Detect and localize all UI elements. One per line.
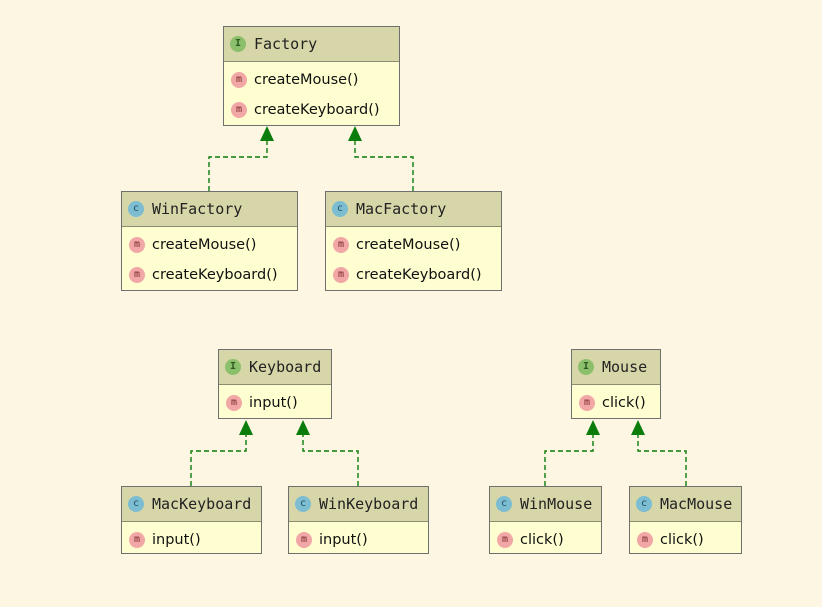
method-icon: m xyxy=(231,72,247,88)
method-name: createMouse() xyxy=(152,237,257,253)
interface-icon: I xyxy=(230,36,246,52)
class-icon: c xyxy=(332,201,348,217)
class-header: c MacFactory xyxy=(326,192,501,227)
method-name: createKeyboard() xyxy=(356,267,482,283)
class-winmouse[interactable]: c WinMouse m click() xyxy=(489,486,602,554)
method-row: m createKeyboard() xyxy=(122,260,297,290)
arrowhead-macfactory-factory xyxy=(348,126,362,141)
class-mackeyboard[interactable]: c MacKeyboard m input() xyxy=(121,486,262,554)
method-name: input() xyxy=(152,532,201,548)
method-name: createKeyboard() xyxy=(152,267,278,283)
class-icon: c xyxy=(636,496,652,512)
class-icon: c xyxy=(128,201,144,217)
method-row: m createMouse() xyxy=(326,230,501,260)
interface-icon: I xyxy=(225,359,241,375)
edge-winmouse-mouse xyxy=(544,434,594,486)
method-name: click() xyxy=(602,395,646,411)
class-name: Mouse xyxy=(602,358,648,376)
arrowhead-mackeyboard-keyboard xyxy=(239,420,253,435)
method-row: m createMouse() xyxy=(224,65,399,95)
method-row: m click() xyxy=(630,525,741,555)
method-icon: m xyxy=(129,267,145,283)
class-name: WinMouse xyxy=(520,495,593,513)
method-row: m createKeyboard() xyxy=(326,260,501,290)
arrowhead-winmouse-mouse xyxy=(586,420,600,435)
class-header: I Mouse xyxy=(572,350,660,385)
class-header: I Factory xyxy=(224,27,399,62)
class-icon: c xyxy=(295,496,311,512)
method-row: m createMouse() xyxy=(122,230,297,260)
method-name: createMouse() xyxy=(356,237,461,253)
edge-mackeyboard-keyboard xyxy=(190,434,247,486)
method-name: click() xyxy=(660,532,704,548)
method-icon: m xyxy=(637,532,653,548)
class-name: WinFactory xyxy=(152,200,243,218)
method-icon: m xyxy=(129,237,145,253)
class-header: c WinMouse xyxy=(490,487,601,522)
method-icon: m xyxy=(226,395,242,411)
method-icon: m xyxy=(231,102,247,118)
method-row: m click() xyxy=(572,388,660,418)
class-winfactory[interactable]: c WinFactory m createMouse() m createKey… xyxy=(121,191,298,291)
class-macfactory[interactable]: c MacFactory m createMouse() m createKey… xyxy=(325,191,502,291)
class-header: c MacMouse xyxy=(630,487,741,522)
class-winkeyboard[interactable]: c WinKeyboard m input() xyxy=(288,486,429,554)
class-keyboard[interactable]: I Keyboard m input() xyxy=(218,349,332,419)
class-header: I Keyboard xyxy=(219,350,331,385)
class-icon: c xyxy=(496,496,512,512)
class-name: Factory xyxy=(254,35,318,53)
method-icon: m xyxy=(333,237,349,253)
class-header: c WinFactory xyxy=(122,192,297,227)
method-name: createKeyboard() xyxy=(254,102,380,118)
method-icon: m xyxy=(129,532,145,548)
class-name: MacFactory xyxy=(356,200,447,218)
edge-winfactory-factory xyxy=(208,140,268,191)
arrowhead-macmouse-mouse xyxy=(631,420,645,435)
edge-winkeyboard-keyboard xyxy=(302,434,359,486)
class-header: c WinKeyboard xyxy=(289,487,428,522)
method-name: createMouse() xyxy=(254,72,359,88)
method-row: m input() xyxy=(289,525,428,555)
class-name: MacKeyboard xyxy=(152,495,252,513)
edge-macfactory-factory xyxy=(354,140,414,191)
class-name: WinKeyboard xyxy=(319,495,419,513)
class-factory[interactable]: I Factory m createMouse() m createKeyboa… xyxy=(223,26,400,126)
method-name: input() xyxy=(249,395,298,411)
class-header: c MacKeyboard xyxy=(122,487,261,522)
class-icon: c xyxy=(128,496,144,512)
method-row: m createKeyboard() xyxy=(224,95,399,125)
method-row: m input() xyxy=(122,525,261,555)
method-row: m click() xyxy=(490,525,601,555)
method-icon: m xyxy=(296,532,312,548)
class-name: Keyboard xyxy=(249,358,322,376)
method-icon: m xyxy=(333,267,349,283)
method-icon: m xyxy=(579,395,595,411)
method-row: m input() xyxy=(219,388,331,418)
method-name: input() xyxy=(319,532,368,548)
class-macmouse[interactable]: c MacMouse m click() xyxy=(629,486,742,554)
edge-macmouse-mouse xyxy=(637,434,687,486)
class-name: MacMouse xyxy=(660,495,733,513)
arrowhead-winfactory-factory xyxy=(260,126,274,141)
method-name: click() xyxy=(520,532,564,548)
method-icon: m xyxy=(497,532,513,548)
arrowhead-winkeyboard-keyboard xyxy=(296,420,310,435)
class-mouse[interactable]: I Mouse m click() xyxy=(571,349,661,419)
interface-icon: I xyxy=(578,359,594,375)
